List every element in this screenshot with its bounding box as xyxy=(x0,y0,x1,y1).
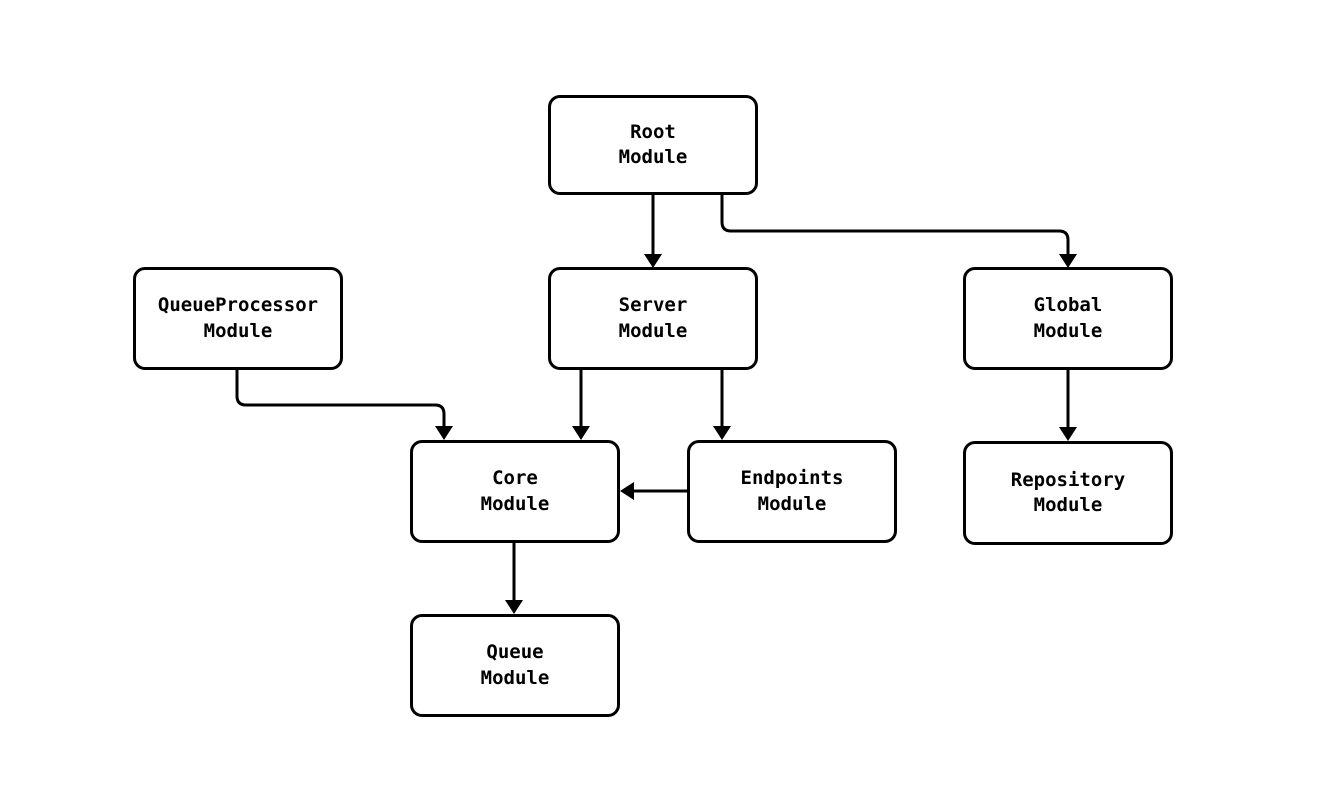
node-root[interactable]: Root Module xyxy=(548,95,758,195)
node-queue-label: Queue Module xyxy=(480,641,550,689)
arrowhead-icon xyxy=(644,254,662,268)
arrowhead-icon xyxy=(505,600,523,614)
arrowhead-icon xyxy=(572,426,590,440)
node-root-label: Root Module xyxy=(618,120,688,168)
arrowhead-icon xyxy=(1059,254,1077,268)
node-core[interactable]: Core Module xyxy=(410,440,620,543)
node-repository-label: Repository Module xyxy=(1010,468,1126,516)
arrowhead-icon xyxy=(713,426,731,440)
node-queue[interactable]: Queue Module xyxy=(410,614,620,717)
node-global-label: Global Module xyxy=(1033,294,1103,342)
node-queueprocessor-label: QueueProcessor Module xyxy=(157,294,319,342)
edge-endpoints-to-core xyxy=(620,482,687,500)
arrowhead-icon xyxy=(620,482,634,500)
node-endpoints-label: Endpoints Module xyxy=(740,467,844,515)
arrowhead-icon xyxy=(1059,427,1077,441)
edge-root-to-server xyxy=(644,195,662,268)
edge-server-to-core xyxy=(572,370,590,440)
edge-queueprocessor-to-core xyxy=(235,370,453,440)
node-endpoints[interactable]: Endpoints Module xyxy=(687,440,897,543)
node-global[interactable]: Global Module xyxy=(963,267,1173,370)
node-repository[interactable]: Repository Module xyxy=(963,441,1173,545)
node-server[interactable]: Server Module xyxy=(548,267,758,370)
node-server-label: Server Module xyxy=(618,294,688,342)
node-core-label: Core Module xyxy=(480,467,550,515)
arrowhead-icon xyxy=(435,426,453,440)
edge-core-to-queue xyxy=(505,543,523,614)
edge-global-to-repository xyxy=(1059,370,1077,441)
node-queueprocessor[interactable]: QueueProcessor Module xyxy=(133,267,343,370)
edge-root-to-global xyxy=(720,195,1077,268)
edge-server-to-endpoints xyxy=(713,370,731,440)
